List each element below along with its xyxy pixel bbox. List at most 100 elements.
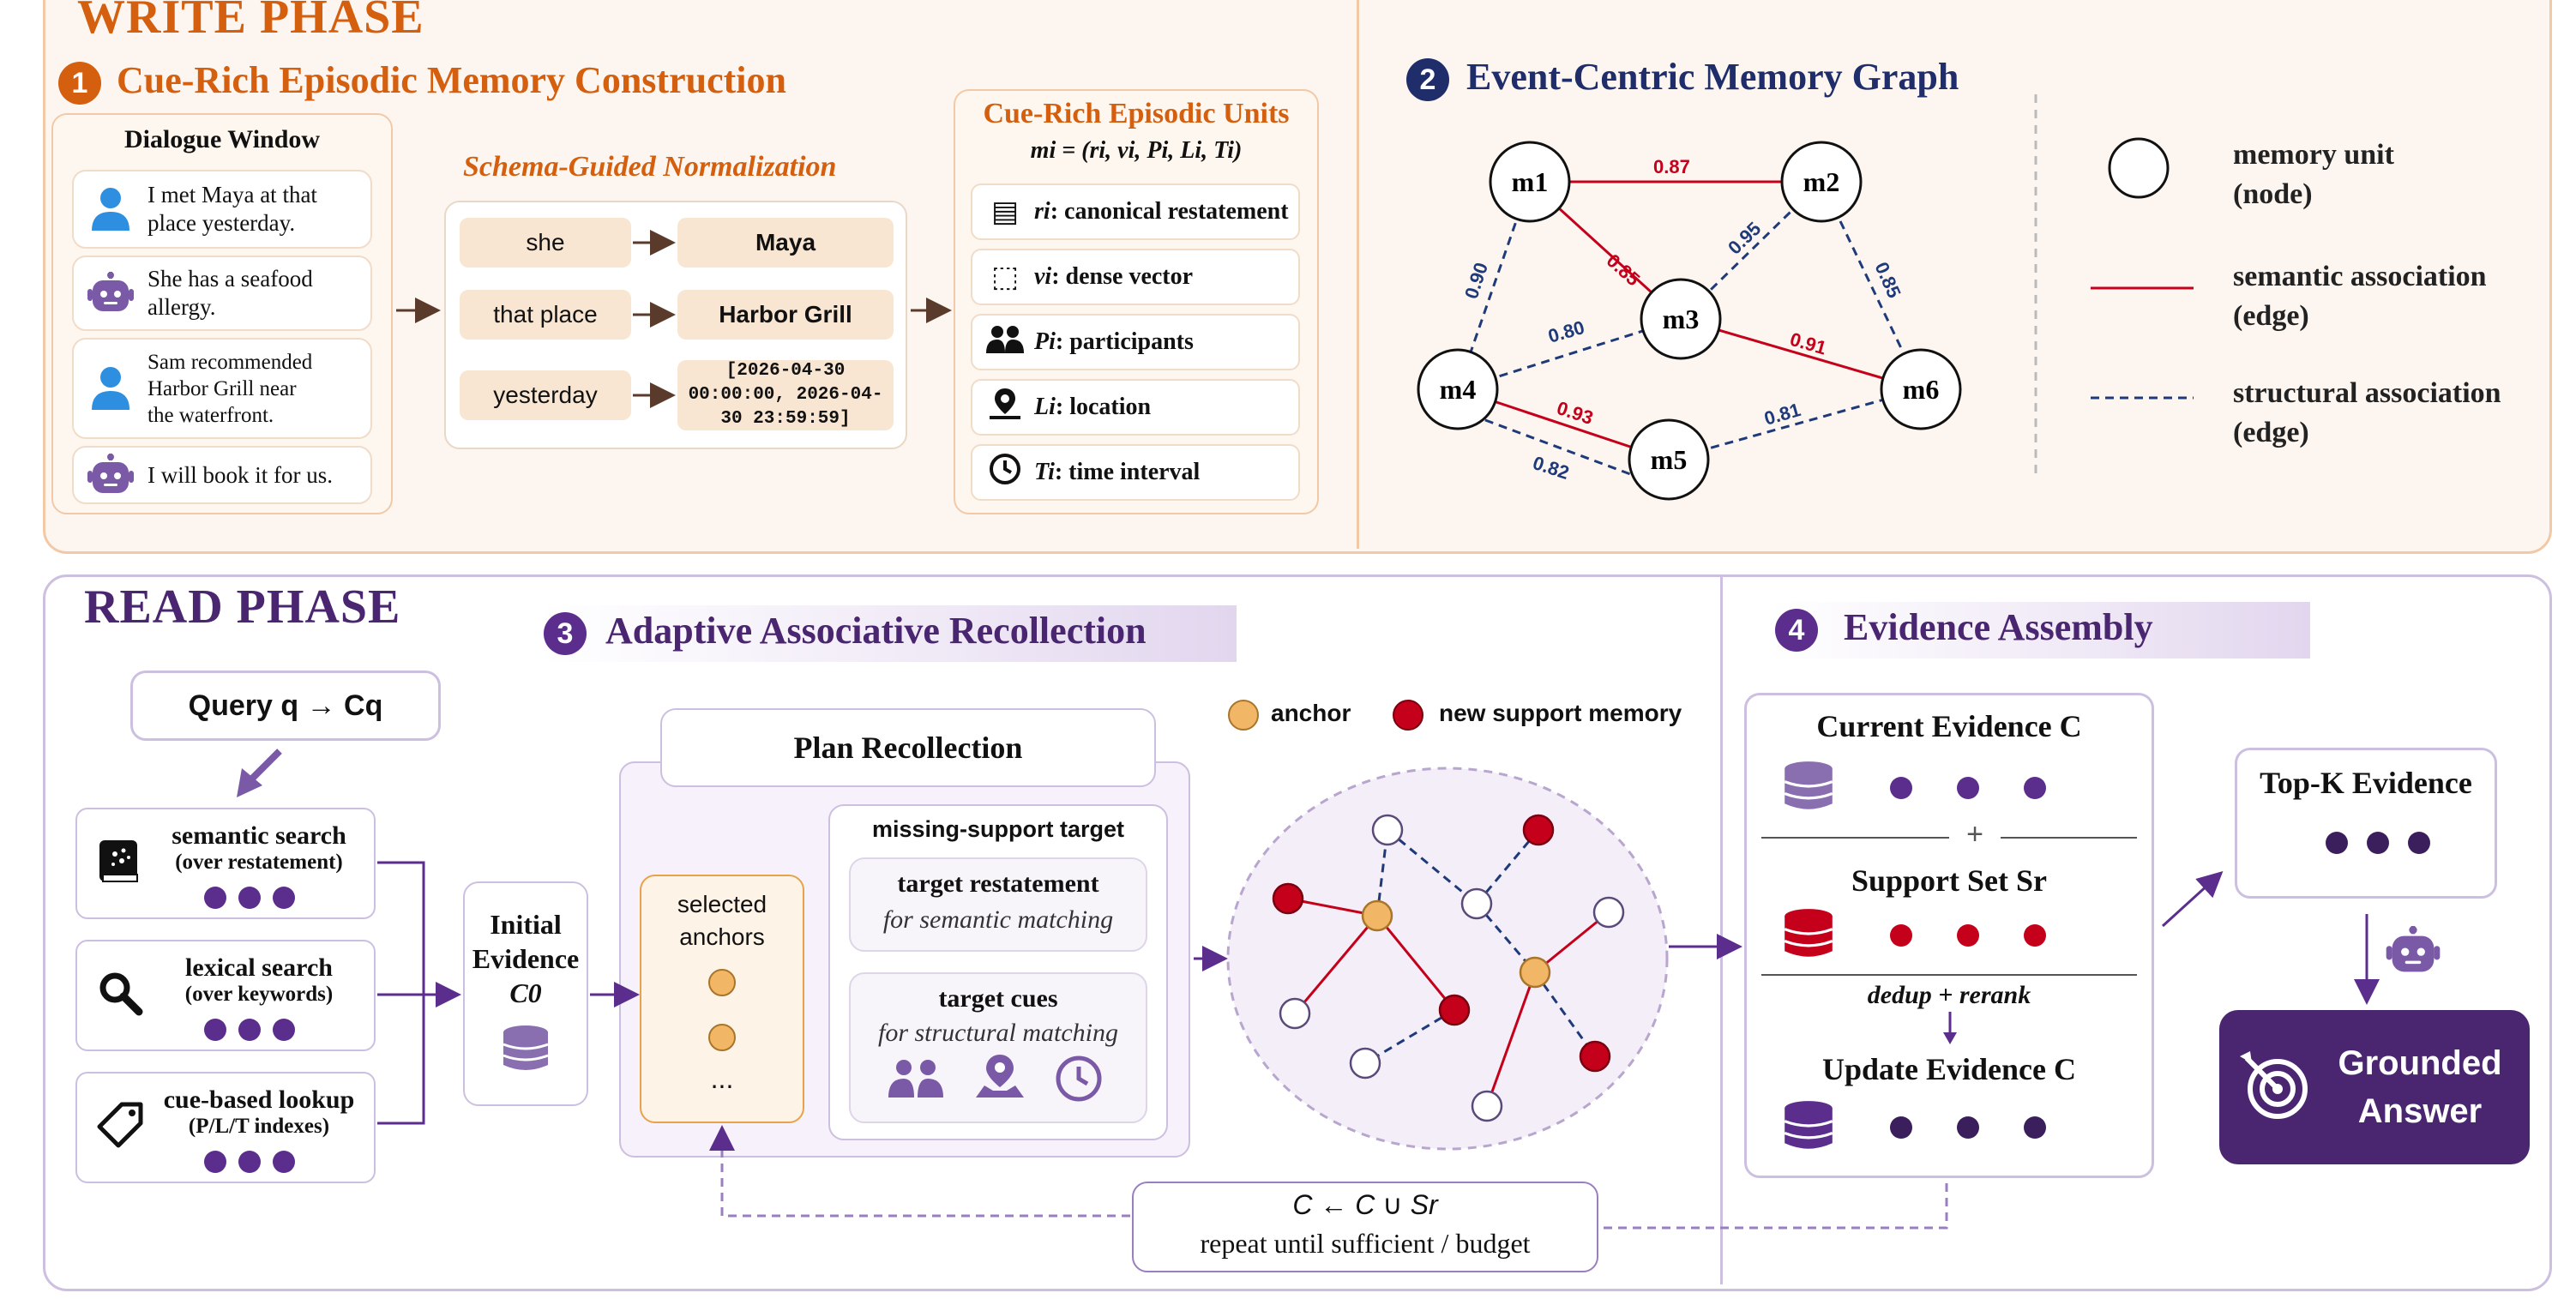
tag-icon [96,1101,144,1149]
support-node [1522,814,1555,846]
edge [1475,829,1540,905]
units-title: Cue-Rich Episodic Units [983,98,1290,129]
unit-symbol-p: Pi [1034,328,1056,355]
unit-symbol-v: vi [1034,263,1052,290]
cue-lookup-sub: (P/L/T indexes) [188,1115,330,1138]
lexical-search-sub: (over keywords) [184,983,334,1006]
node-m2 [1780,141,1863,223]
mapping-to-maya: Maya [677,218,894,268]
unit-row-time: Ti : time interval [971,444,1300,501]
missing-support-title: missing-support target [871,816,1125,842]
location-icon [984,387,1026,429]
legend-anchor-label: anchor [1271,700,1351,726]
edge-m3-m6 [1680,317,1922,391]
unit-row-vector: ⬚ vi : dense vector [971,249,1300,305]
legend-node-line1: memory unit [2233,139,2394,171]
anchor-node [1361,899,1393,932]
support-node [1438,994,1471,1026]
section3-header-bar [540,605,1237,662]
mapping-from-yesterday: yesterday [460,370,631,420]
section1-title: Cue-Rich Episodic Memory Construction [117,59,786,101]
plan-recollection-title: Plan Recollection [660,708,1156,787]
dedup-arrow [1943,1012,1957,1044]
legend-support-label: new support memory [1439,700,1682,726]
chat-turn-4: I will book it for us. [72,446,372,504]
edge [1533,971,1597,1057]
chat-turn-2: She has a seafood allergy. [72,256,372,331]
clock-icon [984,453,1026,493]
write-phase-title: WRITE PHASE [77,0,424,44]
mapping-from-she: she [460,218,631,268]
location-icon [974,1053,1026,1104]
semantic-search-results [204,887,295,909]
semantic-search-card: semantic search (over restatement) [75,808,376,919]
database-icon [501,1024,551,1078]
loop-line-right [1600,1183,1948,1230]
read-phase-title: READ PHASE [84,580,401,634]
chat-turn-3: Sam recommended Harbor Grill near the wa… [72,338,372,439]
topk-title: Top-K Evidence [2260,766,2472,800]
unit-label-p: : participants [1055,328,1194,355]
node-m5 [1628,418,1710,501]
loop-label: repeat until sufficient / budget [1200,1228,1531,1259]
initial-evidence-symbol: C0 [509,977,542,1008]
section2-title: Event-Centric Memory Graph [1466,56,1959,98]
section3-title: Adaptive Associative Recollection [605,610,1147,652]
label-m4: m4 [1440,374,1477,405]
graph-nodes [1417,141,1962,501]
people-icon [984,324,1026,361]
cue-lookup-card: cue-based lookup (P/L/T indexes) [75,1072,376,1183]
update-database-icon [1782,1099,1835,1157]
legend-node-line2: (node) [2233,178,2313,210]
memory-node [1471,1090,1503,1122]
unit-label-l: : location [1055,394,1152,420]
clock-icon [1055,1055,1103,1107]
unit-label-t: : time interval [1054,459,1201,485]
query-box: Query q → Cq [130,671,441,741]
semantic-search-sub: (over restatement) [175,851,343,874]
node-m3 [1640,278,1722,360]
support-set-title: Support Set Sr [1851,863,2048,898]
document-icon: ▤ [990,195,1020,229]
node-m1 [1489,141,1571,223]
people-icon [888,1058,943,1102]
edge [1485,971,1537,1107]
chat-turn-1-text: I met Maya at that place yesterday. [147,182,317,236]
support-database-icon [1782,907,1835,965]
loop-box [1132,1182,1598,1272]
topk-dots [2326,832,2430,854]
legend-structural-line1: structural association [2233,377,2501,409]
user-avatar-icon [87,365,134,412]
memory-node [1349,1047,1381,1079]
section1-number: 1 [58,62,101,105]
target-restatement-title: target restatement [897,869,1099,898]
database-icon [1782,760,1835,817]
read-divider [1720,576,1723,1284]
book-icon [96,837,144,885]
graph-node-labels: m1 m2 m3 m4 m5 m6 [1440,166,1940,475]
current-evidence-title: Current Evidence C [1816,709,2082,743]
memory-node [1592,896,1625,929]
label-m6: m6 [1903,374,1940,405]
selected-anchors-title: selected anchors [677,891,767,950]
update-evidence-title: Update Evidence C [1822,1052,2076,1086]
anchor-dot [708,1024,736,1051]
recollection-region [1226,767,1669,1151]
support-node [1579,1040,1611,1073]
support-set-dots [1890,924,2046,947]
memory-node [1279,997,1311,1030]
loop-line-left [709,1125,1130,1218]
mapping-from-that-place: that place [460,290,631,340]
normalization-title: Schema-Guided Normalization [463,151,837,183]
memory-node [1371,814,1404,846]
bot-avatar-icon [87,270,134,316]
vector-icon: ⬚ [990,260,1020,294]
dialogue-window-title: Dialogue Window [123,125,321,153]
query-arrow [246,749,282,785]
edge [1387,828,1478,905]
topk-box [2235,748,2497,899]
bot-icon [2386,926,2441,980]
label-m5: m5 [1651,444,1688,475]
